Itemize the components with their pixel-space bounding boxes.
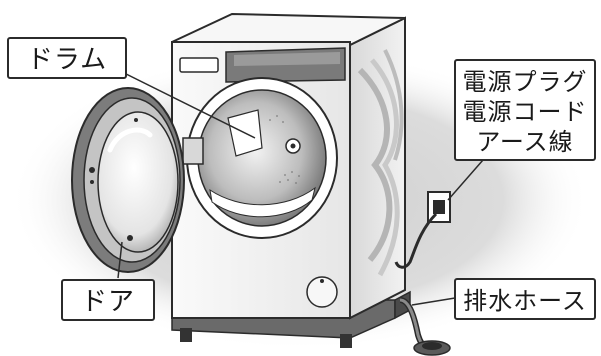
label-drain-text: 排水ホース (463, 287, 587, 315)
label-power-plug: 電源プラグ (463, 68, 588, 96)
label-door-text: ドア (81, 287, 135, 317)
label-drain: 排水ホース (455, 279, 595, 319)
label-power-cord: 電源コード (463, 98, 588, 126)
label-ground-wire: アース線 (476, 128, 573, 156)
door-hinge (183, 138, 203, 164)
machine-side-panel (350, 18, 405, 318)
label-drum: ドラム (8, 38, 126, 78)
label-door: ドア (62, 280, 154, 320)
drum (187, 78, 337, 238)
label-drum-text: ドラム (27, 45, 107, 75)
door (72, 88, 184, 272)
label-power: 電源プラグ 電源コード アース線 (455, 60, 595, 160)
